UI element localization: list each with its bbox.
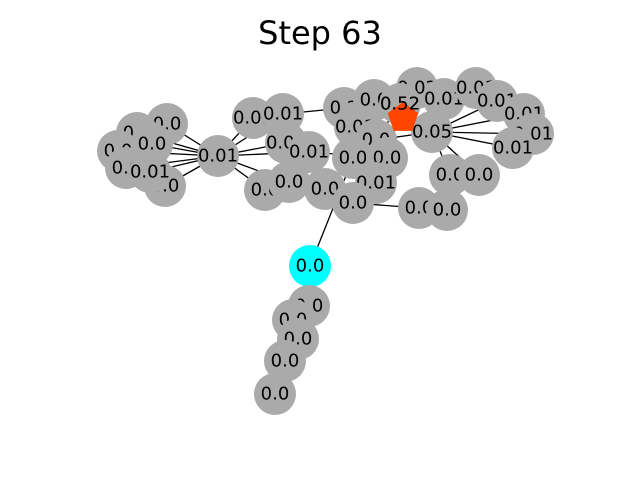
graph-node: 0.01 xyxy=(288,131,330,173)
node-label: 0.01 xyxy=(424,89,464,110)
graph-node: 0.01 xyxy=(492,127,534,169)
graph-node: 0.0 xyxy=(429,154,471,196)
node-circle xyxy=(458,154,500,196)
node-label: 0.0 xyxy=(261,384,290,405)
marker-layer: 0.52 xyxy=(380,94,420,131)
graph-node: 0.01 xyxy=(129,151,171,193)
current-node: 0.0 xyxy=(289,245,331,287)
node-circle xyxy=(129,151,171,193)
graph-node: 0.0 xyxy=(264,340,306,382)
node-circle xyxy=(423,78,465,120)
node-label: 0.0 xyxy=(296,256,325,277)
graph-node: 0.0 xyxy=(426,189,468,231)
node-circle xyxy=(264,340,306,382)
figure-title: Step 63 xyxy=(258,14,382,52)
graph-node: 0.0 xyxy=(458,154,500,196)
graph-node: 0.0 xyxy=(332,137,374,179)
node-label: 0.0 xyxy=(436,165,465,186)
node-circle xyxy=(426,189,468,231)
graph-node: 0.0 xyxy=(332,182,374,224)
node-label: 0.0 xyxy=(311,179,340,200)
node-label: 0.0 xyxy=(339,148,368,169)
node-circle xyxy=(492,127,534,169)
agent-node-label: 0.52 xyxy=(380,94,420,115)
agent-marker-pentagon xyxy=(387,102,419,131)
node-label: 0.01 xyxy=(130,162,170,183)
node-label: 0.0 xyxy=(275,172,304,193)
graph-node: 0.01 xyxy=(423,78,465,120)
node-label: 0.01 xyxy=(198,146,238,167)
node-circle xyxy=(332,182,374,224)
graph-node: 0.0 xyxy=(268,161,310,203)
node-circle xyxy=(254,373,296,415)
graph-node: 0.0 xyxy=(254,373,296,415)
node-label: 0.0 xyxy=(339,193,368,214)
node-label: 0.0 xyxy=(465,165,494,186)
nodes-layer: 0.00.00.00.00.00.010.00.010.010.010.010.… xyxy=(97,67,554,415)
node-label: 0.0 xyxy=(405,198,434,219)
node-label: 0.01 xyxy=(289,142,329,163)
node-circle xyxy=(288,131,330,173)
node-label: 0.01 xyxy=(263,104,303,125)
node-circle xyxy=(411,111,453,153)
node-label: 0.0 xyxy=(271,351,300,372)
node-circle xyxy=(197,135,239,177)
node-label: 0.01 xyxy=(493,138,533,159)
node-circle xyxy=(268,161,310,203)
node-label: 0.0 xyxy=(433,200,462,221)
node-circle xyxy=(289,245,331,287)
node-circle xyxy=(429,154,471,196)
node-label: 0.0 xyxy=(138,134,167,155)
node-label: 0.05 xyxy=(412,122,452,143)
graph-node: 0.05 xyxy=(411,111,453,153)
graph-node: 0.01 xyxy=(197,135,239,177)
